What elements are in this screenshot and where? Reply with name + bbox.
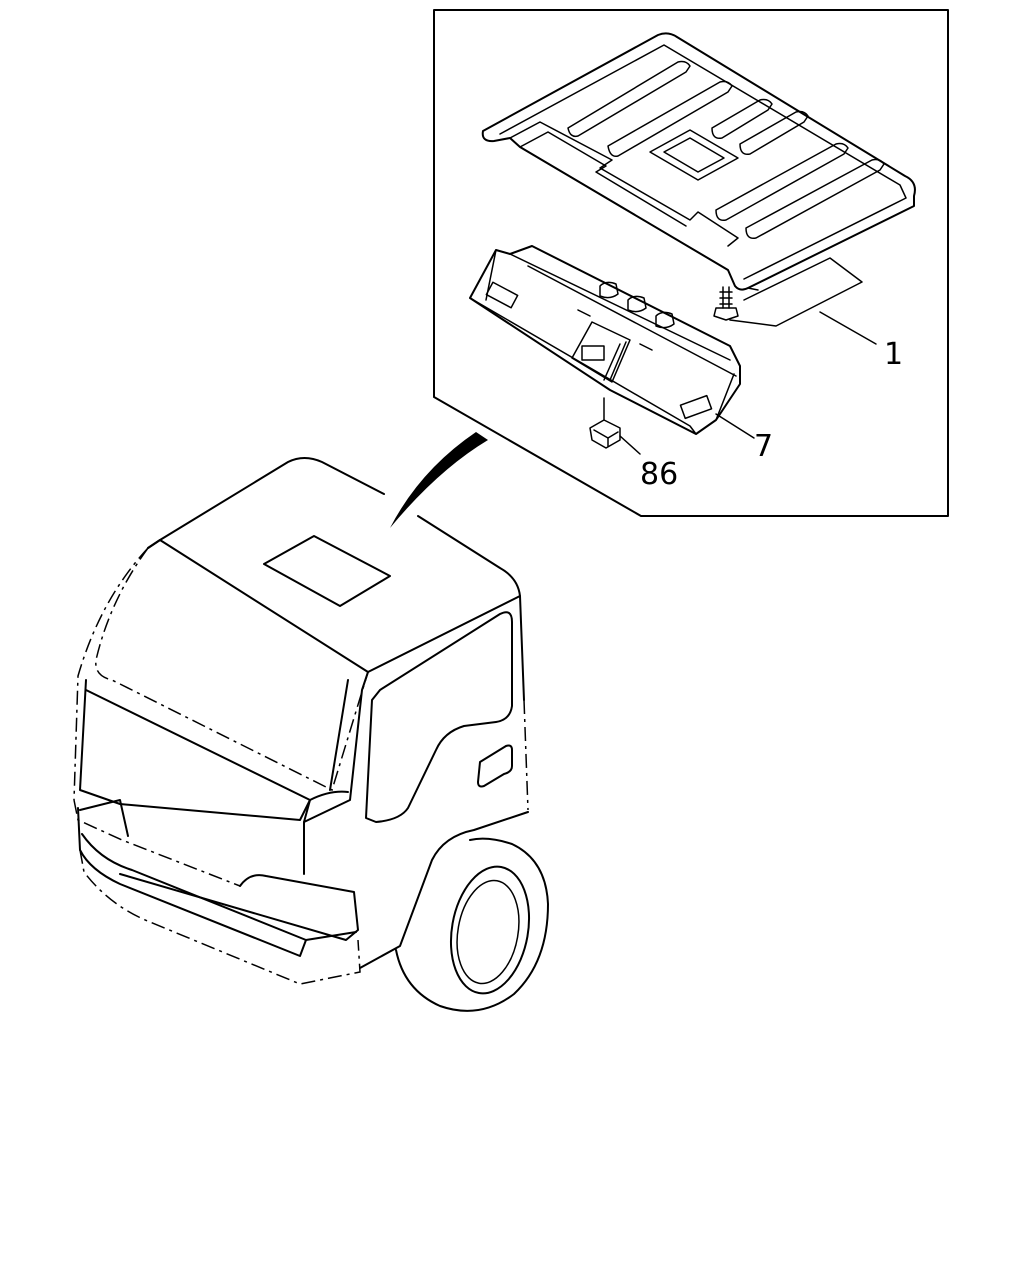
callout-part-7: 7 [754,429,773,464]
overhead-console [469,245,741,435]
callout-part-86: 86 [640,457,678,492]
roof-headlining-panel [481,32,916,327]
truck-cab [73,457,549,1012]
callout-part-1: 1 [884,337,903,372]
screw [713,286,739,321]
leader-lines [619,311,877,455]
detail-inset-frame [433,9,949,517]
detail-pointer-wedge [390,432,488,528]
clip [589,397,621,449]
